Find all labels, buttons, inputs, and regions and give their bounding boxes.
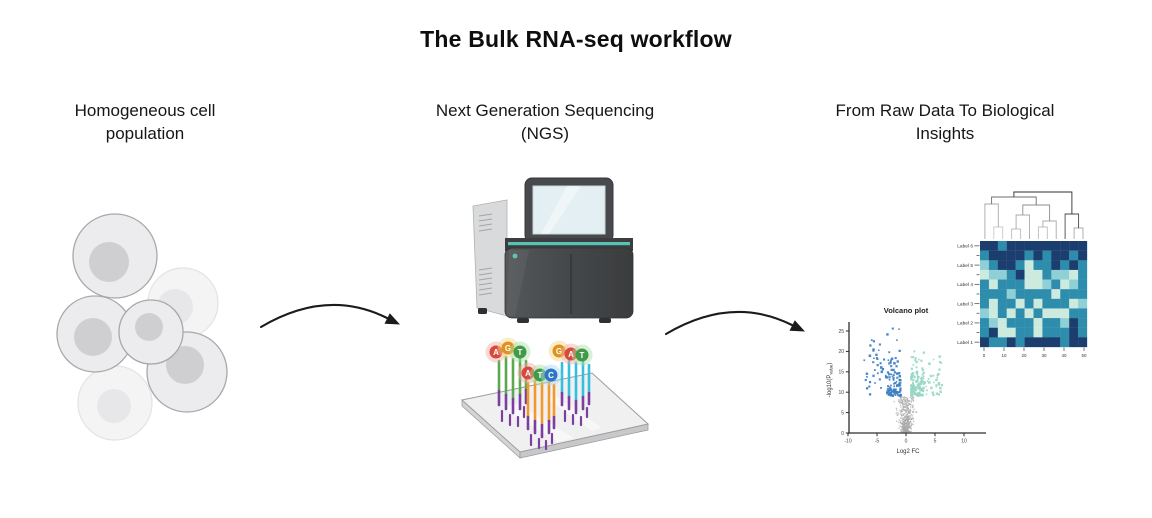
- svg-text:0: 0: [905, 439, 908, 445]
- sequencer-body: [504, 247, 634, 323]
- page-title: The Bulk RNA-seq workflow: [420, 26, 732, 52]
- flowcell-illustration: A G T A T C G: [460, 337, 650, 459]
- svg-text:T: T: [518, 348, 523, 357]
- svg-text:10: 10: [838, 390, 844, 396]
- base-call-2b: T: [529, 364, 551, 386]
- svg-text:T: T: [580, 351, 585, 360]
- sequencer-illustration: [472, 177, 634, 323]
- base-call-2c: C: [540, 364, 562, 386]
- svg-text:5: 5: [841, 410, 844, 416]
- base-call-1b: G: [497, 337, 519, 359]
- svg-text:5: 5: [934, 439, 937, 445]
- workflow-arrow-1: [259, 303, 400, 329]
- svg-text:50: 50: [1081, 353, 1087, 358]
- step3-line1: From Raw Data To Biological: [835, 101, 1055, 120]
- step-title-cell-population: Homogeneous cell population: [15, 100, 275, 146]
- insights-illustration: Label 6 Label 5 Label 4 Label 3 Label 2 Label…: [827, 191, 1088, 455]
- base-call-2a: A: [517, 362, 539, 384]
- dendrogram: [984, 191, 1084, 239]
- cell-population-illustration: [56, 213, 228, 441]
- volcano-plot: Volcano plot -10 -5 0 5 10 0 5 10 15 20 25 Log2 FC…: [827, 306, 986, 455]
- svg-text:A: A: [525, 369, 531, 378]
- volcano-points: [863, 327, 944, 433]
- svg-text:Label 6: Label 6: [957, 244, 973, 250]
- dna-cluster-3: [560, 359, 591, 427]
- svg-text:G: G: [556, 347, 562, 356]
- volcano-ylabel: -log10(Pvalue): [827, 363, 833, 398]
- svg-text:10: 10: [1001, 353, 1007, 358]
- svg-text:Label 4: Label 4: [957, 282, 973, 288]
- base-call-1a: A: [485, 341, 507, 363]
- svg-text:30: 30: [1041, 353, 1047, 358]
- step1-line2: population: [105, 123, 185, 143]
- svg-text:0: 0: [983, 353, 986, 358]
- cell-mid-left: [56, 295, 134, 373]
- svg-text:G: G: [505, 344, 511, 353]
- base-call-3c: T: [571, 344, 593, 366]
- heatmap-row-labels: Label 6 Label 5 Label 4 Label 3 Label 2 Label…: [957, 244, 980, 346]
- svg-text:C: C: [548, 371, 554, 380]
- svg-text:0: 0: [841, 431, 844, 437]
- workflow-arrow-2: [664, 310, 805, 336]
- svg-text:15: 15: [838, 370, 844, 376]
- cell-top: [72, 213, 158, 299]
- power-indicator: [512, 253, 518, 259]
- base-call-3b: A: [560, 343, 582, 365]
- step2-line1: Next Generation Sequencing: [435, 101, 655, 120]
- cell-center: [118, 299, 184, 365]
- svg-text:T: T: [538, 371, 543, 380]
- svg-text:A: A: [568, 350, 574, 359]
- heatmap-x-axis: 0 10 20 30 40 50: [983, 347, 1087, 358]
- base-call-1c: T: [509, 341, 531, 363]
- svg-text:40: 40: [1061, 353, 1067, 358]
- dna-cluster-2: [526, 379, 556, 451]
- volcano-xlabel: Log2 FC: [896, 449, 920, 455]
- sequencer-screen: [524, 177, 614, 243]
- svg-text:Label 2: Label 2: [957, 321, 973, 327]
- svg-text:20: 20: [838, 349, 844, 355]
- svg-text:-5: -5: [875, 439, 880, 445]
- svg-text:25: 25: [838, 329, 844, 335]
- volcano-axes: -10 -5 0 5 10 0 5 10 15 20 25: [838, 322, 986, 445]
- step2-line2: (NGS): [520, 123, 570, 143]
- step3-line2: Insights: [915, 123, 975, 143]
- svg-text:-10: -10: [844, 439, 851, 445]
- svg-text:10: 10: [961, 439, 967, 445]
- svg-text:Label 1: Label 1: [957, 340, 973, 346]
- svg-text:20: 20: [1021, 353, 1027, 358]
- step-title-ngs: Next Generation Sequencing (NGS): [394, 100, 696, 146]
- volcano-title: Volcano plot: [884, 306, 929, 315]
- svg-text:Label 3: Label 3: [957, 301, 973, 307]
- heatmap: [980, 241, 1088, 348]
- svg-text:Label 5: Label 5: [957, 263, 973, 269]
- cell-faint-bottom-left: [77, 365, 153, 441]
- step-title-insights: From Raw Data To Biological Insights: [793, 100, 1097, 146]
- base-call-3a: G: [548, 340, 570, 362]
- dna-cluster-1: [497, 355, 528, 428]
- svg-text:A: A: [493, 348, 499, 357]
- sequencer-side-tower: [472, 199, 508, 317]
- step1-line1: Homogeneous cell: [74, 101, 216, 120]
